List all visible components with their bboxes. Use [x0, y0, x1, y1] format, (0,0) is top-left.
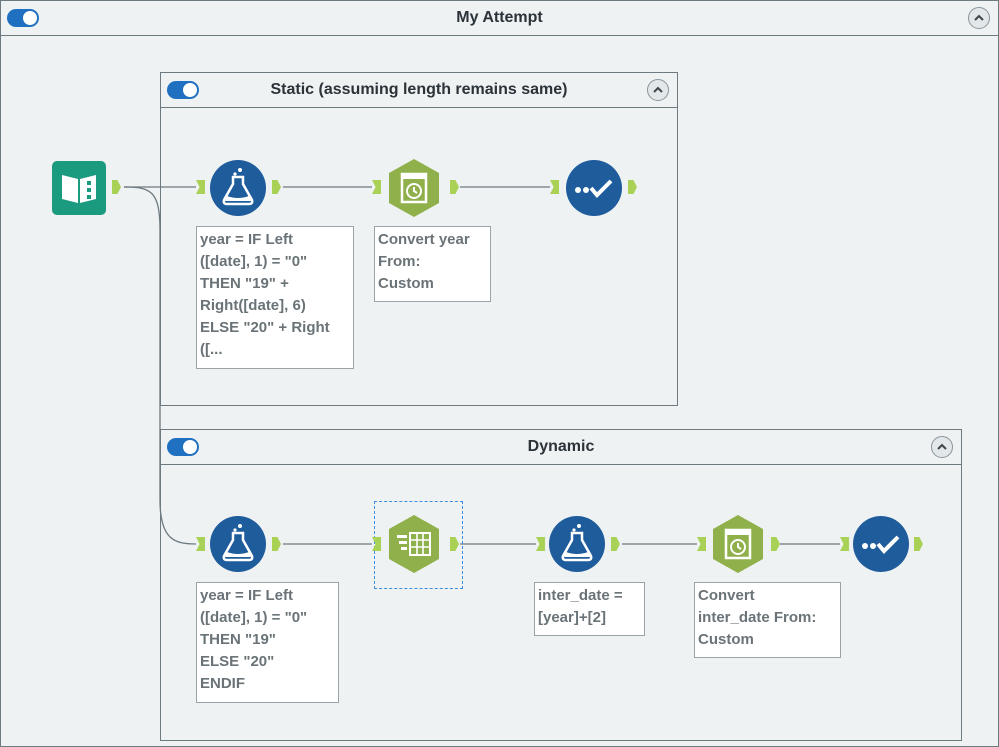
container-toggle-dynamic[interactable] — [167, 438, 199, 456]
output-anchor[interactable] — [771, 537, 780, 551]
flask-icon — [549, 516, 605, 572]
container-title-my-attempt: My Attempt — [456, 9, 543, 26]
browse-tool-dynamic[interactable] — [853, 516, 909, 572]
container-toggle-my-attempt[interactable] — [7, 9, 39, 27]
output-anchor[interactable] — [611, 537, 620, 551]
output-anchor[interactable] — [450, 537, 459, 551]
toggle-knob — [23, 11, 37, 25]
input-anchor[interactable] — [840, 537, 849, 551]
formula-tool-static[interactable] — [210, 160, 266, 216]
container-title-static: Static (assuming length remains same) — [270, 81, 568, 98]
formula-tool-inter-date[interactable] — [549, 516, 605, 572]
formula-tool-dynamic[interactable] — [210, 516, 266, 572]
toggle-knob — [183, 440, 197, 454]
input-anchor[interactable] — [697, 537, 706, 551]
input-anchor[interactable] — [196, 537, 205, 551]
collapse-icon[interactable] — [647, 79, 669, 101]
checkmark-icon — [566, 160, 622, 216]
selection-box — [374, 501, 463, 589]
container-header-dynamic[interactable]: Dynamic — [161, 430, 961, 465]
clock-icon — [713, 515, 763, 573]
output-anchor[interactable] — [272, 180, 281, 194]
input-data-tool[interactable] — [52, 161, 106, 215]
output-anchor[interactable] — [450, 180, 459, 194]
datetime-tool-static[interactable] — [385, 159, 443, 217]
container-header-my-attempt[interactable]: My Attempt — [1, 1, 998, 36]
wire-input-to-dynamic-formula — [123, 186, 197, 545]
container-toggle-static[interactable] — [167, 81, 199, 99]
datetime-tool-dynamic[interactable] — [709, 515, 767, 573]
container-header-static[interactable]: Static (assuming length remains same) — [161, 73, 677, 108]
input-anchor[interactable] — [196, 180, 205, 194]
annotation-dynamic-datetime: Convert inter_date From: Custom — [694, 582, 841, 658]
annotation-static-formula: year = IF Left ([date], 1) = "0" THEN "1… — [196, 226, 354, 369]
checkmark-icon — [853, 516, 909, 572]
input-anchor[interactable] — [550, 180, 559, 194]
browse-tool-static[interactable] — [566, 160, 622, 216]
annotation-dynamic-formula: year = IF Left ([date], 1) = "0" THEN "1… — [196, 582, 339, 703]
flask-icon — [210, 516, 266, 572]
text-to-columns-tool[interactable] — [385, 515, 443, 573]
container-title-dynamic: Dynamic — [527, 438, 595, 455]
output-anchor[interactable] — [914, 537, 923, 551]
output-anchor[interactable] — [112, 180, 121, 194]
input-anchor[interactable] — [372, 537, 381, 551]
flask-icon — [210, 160, 266, 216]
output-anchor[interactable] — [628, 180, 637, 194]
output-anchor[interactable] — [272, 537, 281, 551]
input-anchor[interactable] — [536, 537, 545, 551]
collapse-icon[interactable] — [931, 436, 953, 458]
book-icon — [52, 161, 106, 215]
collapse-icon[interactable] — [968, 7, 990, 29]
clock-icon — [389, 159, 439, 217]
input-anchor[interactable] — [372, 180, 381, 194]
annotation-static-datetime: Convert year From: Custom — [374, 226, 491, 302]
toggle-knob — [183, 83, 197, 97]
annotation-inter-date-formula: inter_date = [year]+[2] — [534, 582, 645, 636]
table-split-icon — [389, 515, 439, 573]
